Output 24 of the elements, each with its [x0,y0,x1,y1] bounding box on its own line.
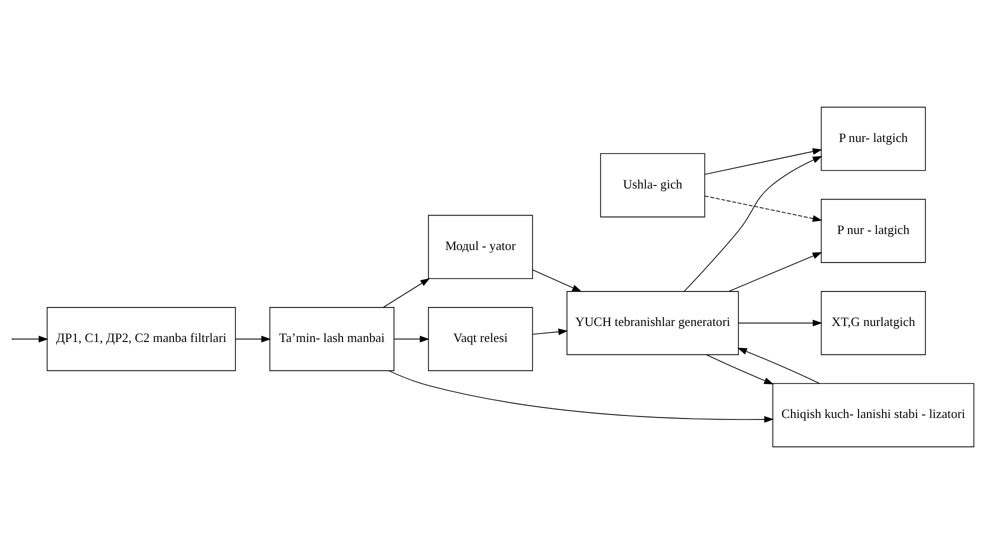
arrow [12,336,48,342]
arrow [388,370,774,423]
arrow [704,196,822,222]
node-box: ДР1, C1, ДР2, C2 manba filtrlari [46,307,236,372]
node-box: YUCH tebranishlar generatori [566,291,739,356]
arrow [728,252,822,292]
arrow [684,156,822,292]
node-box: XT,G nurlatgich [820,291,926,356]
node-box: Vaqt relesi [428,307,533,372]
node-box: Модul - yator [428,214,533,279]
arrow [532,270,582,292]
node-box: Ta’min- lash manbai [269,307,394,372]
node-box: Ushla- gich [600,153,706,218]
arrow [235,336,271,342]
node-box: P nur - latgich [820,198,926,263]
arrow [394,336,430,342]
arrow [382,278,430,308]
arrow [706,354,774,384]
node-box: P nur- latgich [820,106,926,171]
node-box: Chiqish kuch- lanishi stabi - lizatori [772,383,974,448]
arrow [738,320,822,326]
arrow [532,328,568,336]
arrow [704,148,822,175]
arrow [737,348,820,384]
